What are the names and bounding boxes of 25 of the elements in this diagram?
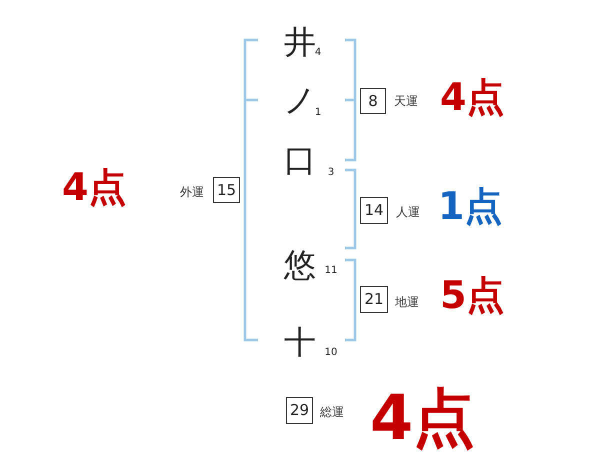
fortune-label: 地運: [395, 296, 419, 308]
stroke-count: 11: [324, 266, 338, 276]
fortune-label: 外運: [180, 186, 204, 198]
stroke-count: 3: [328, 168, 334, 178]
fortune-label: 人運: [396, 206, 420, 218]
number-box: 29: [286, 397, 313, 424]
number-box: 14: [360, 197, 388, 224]
name-character: 井: [284, 26, 316, 58]
stroke-count: 10: [324, 348, 338, 358]
fortune-label: 総運: [320, 406, 344, 418]
score-text: 1点: [438, 187, 502, 225]
name-character: 十: [284, 326, 316, 358]
number-box: 21: [360, 286, 388, 313]
score-text: 4点: [62, 168, 126, 206]
name-character: 口: [284, 144, 316, 176]
fortune-label: 天運: [394, 95, 418, 107]
stroke-count: 1: [314, 108, 322, 118]
number-box: 15: [213, 177, 240, 203]
score-text: 4点: [440, 78, 504, 116]
name-character: 悠: [284, 249, 316, 281]
name-character: ノ: [284, 84, 316, 116]
number-box: 8: [360, 88, 386, 114]
stroke-count: 4: [314, 48, 322, 58]
score-text: 4点: [370, 387, 476, 449]
score-text: 5点: [440, 276, 504, 314]
